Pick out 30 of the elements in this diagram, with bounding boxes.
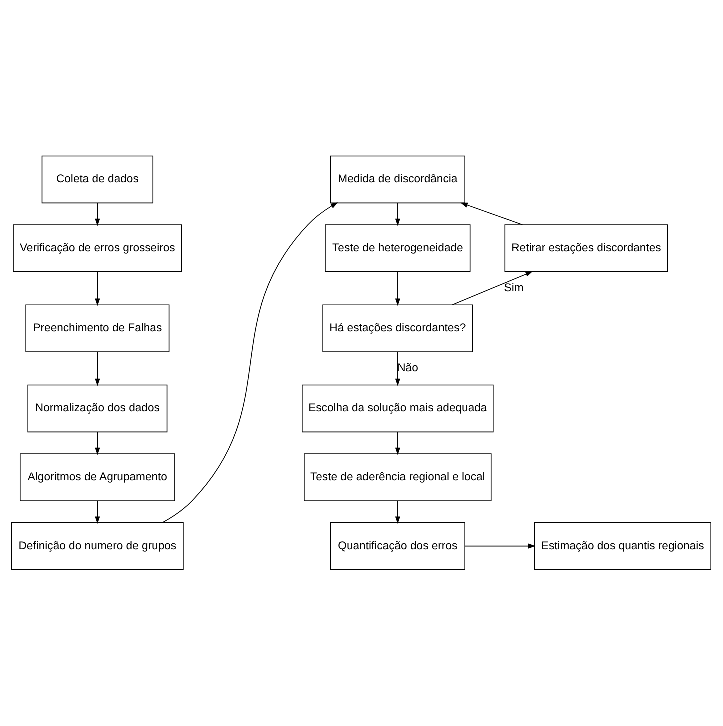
arrow bbox=[95, 432, 100, 456]
edge-label: Sim bbox=[504, 282, 524, 295]
arrow bbox=[395, 272, 400, 306]
arrow bbox=[395, 202, 400, 226]
arrow bbox=[95, 352, 100, 386]
arrow bbox=[452, 272, 534, 306]
arrow bbox=[395, 432, 400, 456]
node-box: Coleta de dados bbox=[42, 156, 154, 204]
arrow bbox=[95, 202, 100, 226]
node-box: Há estações discordantes? bbox=[322, 304, 474, 352]
arrow bbox=[395, 500, 400, 524]
node-box: Medida de discordância bbox=[330, 156, 466, 204]
node-box: Normalização dos dados bbox=[28, 384, 168, 433]
node-box: Teste de heterogeneidade bbox=[325, 224, 471, 272]
node-box: Teste de aderência regional e local bbox=[304, 454, 492, 502]
arrow bbox=[162, 202, 338, 524]
node-box: Preenchimento de Falhas bbox=[26, 304, 170, 352]
node-box: Quantificação dos erros bbox=[330, 522, 466, 570]
arrow bbox=[464, 544, 536, 549]
node-box: Estimação dos quantis regionais bbox=[534, 522, 712, 570]
node-box: Verificação de erros grosseiros bbox=[13, 224, 182, 272]
node-box: Definição do numero de grupos bbox=[12, 522, 184, 570]
arrow bbox=[95, 272, 100, 306]
node-box: Algoritmos de Agrupamento bbox=[20, 454, 176, 502]
arrow bbox=[395, 352, 400, 386]
node-box: Retirar estações discordantes bbox=[504, 224, 668, 272]
arrow bbox=[95, 500, 100, 524]
node-box: Escolha da solução mais adequada bbox=[302, 384, 494, 433]
arrow bbox=[460, 202, 524, 226]
edge-label: Não bbox=[398, 362, 418, 375]
